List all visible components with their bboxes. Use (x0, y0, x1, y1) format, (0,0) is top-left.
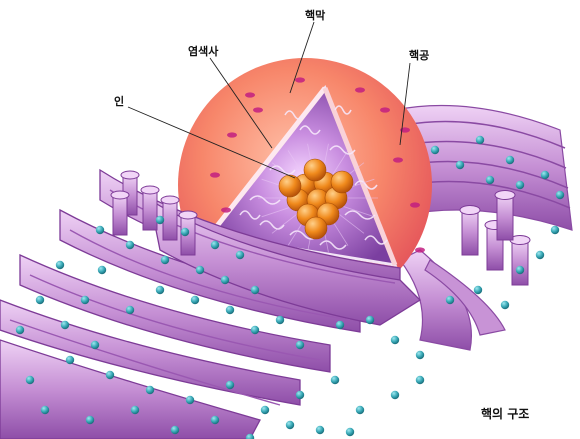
ribosome (16, 326, 24, 334)
ribosome (171, 426, 179, 434)
nucleolus-granule (331, 171, 353, 193)
ribosome (366, 316, 374, 324)
ribosome (506, 156, 514, 164)
nuclear-pore (415, 247, 425, 252)
ribosome (86, 416, 94, 424)
ribosome (296, 341, 304, 349)
ribosome (476, 136, 484, 144)
er-tube (462, 210, 478, 255)
ribosome (226, 306, 234, 314)
ribosome (346, 428, 354, 436)
ribosome (191, 296, 199, 304)
ribosome (416, 351, 424, 359)
nuclear-pore (355, 87, 365, 92)
ribosome (486, 176, 494, 184)
er-tube-opening (141, 186, 159, 194)
nucleolus-granule (279, 175, 301, 197)
ribosome (516, 266, 524, 274)
er-tube-opening (111, 191, 129, 199)
er-tube-opening (460, 206, 480, 215)
ribosome (541, 171, 549, 179)
ribosome (156, 286, 164, 294)
nuclear-pore (221, 207, 231, 212)
ribosome (36, 296, 44, 304)
nuclear-pore (253, 107, 263, 112)
ribosome (316, 426, 324, 434)
er-tube-opening (179, 211, 197, 219)
nucleolus-granule (305, 217, 327, 239)
ribosome (66, 356, 74, 364)
ribosome (211, 241, 219, 249)
nuclear-pore (410, 202, 420, 207)
er-tube-opening (495, 191, 515, 200)
ribosome (391, 391, 399, 399)
er-tube-opening (161, 196, 179, 204)
nuclear-pore (210, 172, 220, 177)
ribosome (556, 191, 564, 199)
ribosome (276, 316, 284, 324)
ribosome (296, 391, 304, 399)
nuclear-pore (295, 77, 305, 82)
nuclear-pore (227, 132, 237, 137)
label-chromatin: 염색사 (188, 44, 219, 58)
ribosome (26, 376, 34, 384)
ribosome (474, 286, 482, 294)
ribosome (98, 266, 106, 274)
ribosome (96, 226, 104, 234)
ribosome (431, 146, 439, 154)
nuclear-pore (245, 92, 255, 97)
ribosome (331, 376, 339, 384)
ribosome (126, 306, 134, 314)
label-nuclear-envelope: 핵막 (305, 8, 325, 22)
ribosome (236, 251, 244, 259)
ribosome (456, 161, 464, 169)
ribosome (211, 416, 219, 424)
nucleolus-granule (304, 159, 326, 181)
ribosome (126, 241, 134, 249)
label-nuclear-pore: 핵공 (409, 48, 429, 62)
ribosome (446, 296, 454, 304)
ribosome (416, 376, 424, 384)
er-tube (512, 240, 528, 285)
ribosome (336, 321, 344, 329)
ribosome (61, 321, 69, 329)
ribosome (221, 276, 229, 284)
ribosome (356, 406, 364, 414)
ribosome (146, 386, 154, 394)
ribosome (536, 251, 544, 259)
ribosome (226, 381, 234, 389)
ribosome (551, 226, 559, 234)
ribosome (251, 286, 259, 294)
er-tube-opening (121, 171, 139, 179)
ribosome (186, 396, 194, 404)
er-tube (143, 190, 157, 230)
ribosome (91, 341, 99, 349)
ribosome (81, 296, 89, 304)
er-tube (113, 195, 127, 235)
diagram-caption: 핵의 구조 (481, 406, 529, 421)
ribosome (261, 406, 269, 414)
ribosome (161, 256, 169, 264)
ribosome (41, 406, 49, 414)
ribosome (131, 406, 139, 414)
ribosome (156, 216, 164, 224)
ribosome (181, 228, 189, 236)
ribosome (106, 371, 114, 379)
label-nucleolus: 인 (114, 94, 124, 108)
er-tube (497, 195, 513, 240)
ribosome (286, 421, 294, 429)
ribosome (391, 336, 399, 344)
ribosome (251, 326, 259, 334)
nuclear-pore (380, 107, 390, 112)
ribosome (501, 301, 509, 309)
ribosome (196, 266, 204, 274)
nuclear-pore (393, 157, 403, 162)
ribosome (516, 181, 524, 189)
ribosome (56, 261, 64, 269)
er-tube (163, 200, 177, 240)
